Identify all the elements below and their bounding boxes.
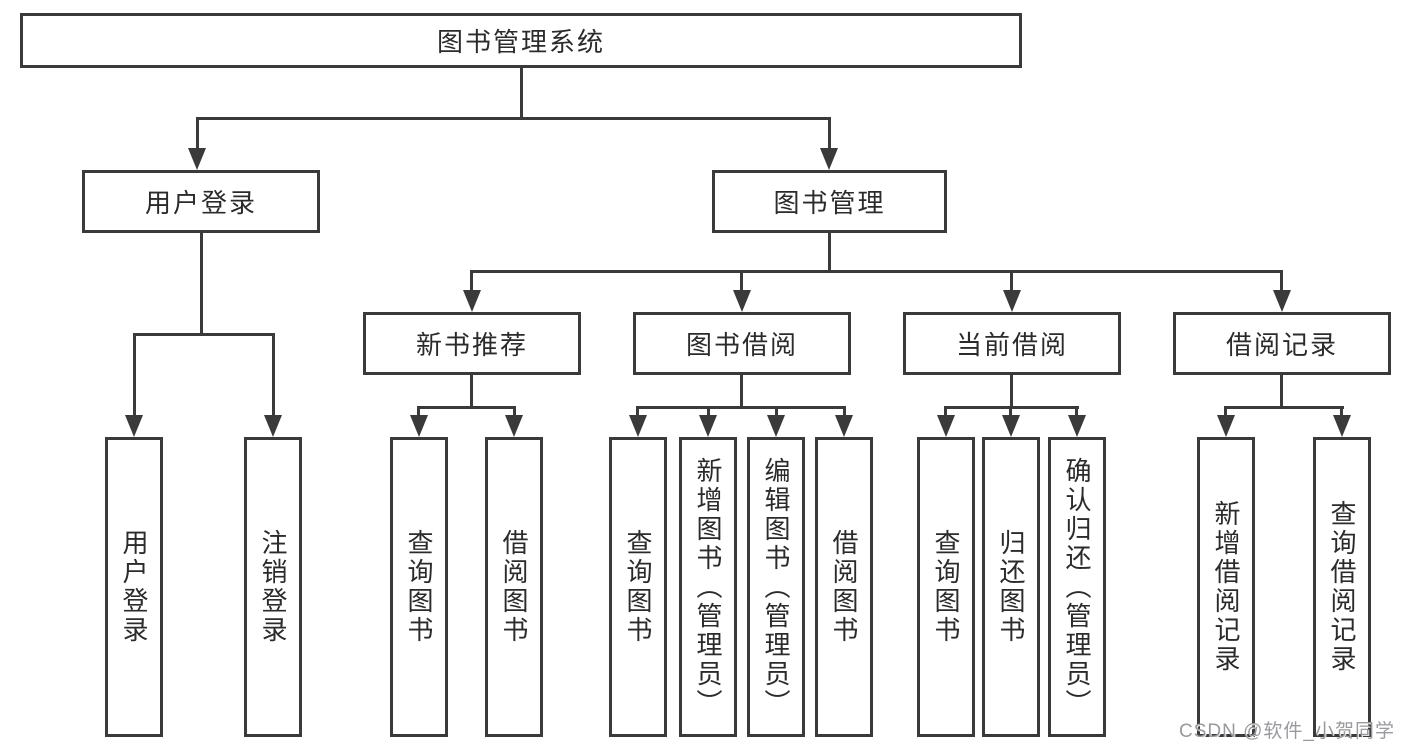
node-current-borrow: 当前借阅	[903, 312, 1121, 375]
connector-stem	[196, 117, 199, 149]
connector-stem	[513, 406, 516, 416]
leaf-label: 查询图书	[404, 529, 434, 645]
arrowhead-down-icon	[188, 148, 206, 170]
connector-stem	[1224, 406, 1227, 416]
arrowhead-down-icon	[699, 415, 717, 437]
arrowhead-down-icon	[1002, 415, 1020, 437]
arrowhead-down-icon	[1273, 290, 1291, 312]
connector-stem	[133, 333, 136, 416]
connector-stem	[1340, 406, 1343, 416]
leaf-label: 用户登录	[119, 529, 149, 645]
node-leaf-edit-book-admin: 编辑图书（管理员）	[747, 437, 805, 737]
connector-stem	[1009, 406, 1012, 416]
arrowhead-down-icon	[264, 415, 282, 437]
node-leaf-query-books-borrow: 查询图书	[609, 437, 667, 737]
connector-recommend-trunk	[470, 375, 473, 409]
connector-stem	[1280, 270, 1283, 291]
arrowhead-down-icon	[1333, 415, 1351, 437]
connector-stem	[843, 406, 846, 416]
arrowhead-down-icon	[505, 415, 523, 437]
node-leaf-borrow-books: 借阅图书	[815, 437, 873, 737]
connector-books-trunk	[828, 233, 831, 273]
arrowhead-down-icon	[733, 290, 751, 312]
node-root: 图书管理系统	[20, 13, 1022, 68]
node-leaf-return-book: 归还图书	[982, 437, 1040, 737]
connector-borrow-trunk	[740, 375, 743, 409]
node-borrow-records-label: 借阅记录	[1225, 330, 1338, 360]
node-new-book-recommend: 新书推荐	[363, 312, 581, 375]
leaf-label: 注销登录	[258, 529, 288, 645]
connector-level3-bar	[470, 270, 1283, 273]
node-borrow-records: 借阅记录	[1173, 312, 1391, 375]
connector-current-trunk	[1010, 375, 1013, 409]
node-book-borrow: 图书借阅	[633, 312, 851, 375]
leaf-label: 新增借阅记录	[1211, 500, 1241, 674]
connector-recommend-bar	[417, 406, 516, 409]
arrowhead-down-icon	[1068, 415, 1086, 437]
node-leaf-borrow-books-recommend: 借阅图书	[485, 437, 543, 737]
connector-root-trunk	[520, 68, 523, 118]
arrowhead-down-icon	[410, 415, 428, 437]
connector-records-bar	[1224, 406, 1344, 409]
arrowhead-down-icon	[937, 415, 955, 437]
connector-login-trunk	[200, 233, 203, 336]
node-root-label: 图书管理系统	[436, 27, 605, 57]
arrowhead-down-icon	[1003, 290, 1021, 312]
leaf-label: 借阅图书	[499, 529, 529, 645]
node-leaf-query-borrow-record: 查询借阅记录	[1313, 437, 1371, 737]
arrowhead-down-icon	[629, 415, 647, 437]
leaf-label: 新增图书（管理员）	[693, 456, 723, 718]
node-user-login: 用户登录	[82, 170, 320, 233]
connector-stem	[828, 117, 831, 149]
leaf-label: 编辑图书（管理员）	[761, 456, 791, 718]
connector-stem	[417, 406, 420, 416]
node-new-book-recommend-label: 新书推荐	[415, 330, 528, 360]
leaf-label: 查询图书	[931, 529, 961, 645]
arrowhead-down-icon	[835, 415, 853, 437]
node-leaf-query-books-recommend: 查询图书	[390, 437, 448, 737]
connector-stem	[707, 406, 710, 416]
arrowhead-down-icon	[463, 290, 481, 312]
arrowhead-down-icon	[820, 148, 838, 170]
node-book-management-label: 图书管理	[773, 188, 886, 218]
node-user-login-label: 用户登录	[144, 188, 257, 218]
node-current-borrow-label: 当前借阅	[955, 330, 1068, 360]
leaf-label: 归还图书	[996, 529, 1026, 645]
node-book-borrow-label: 图书借阅	[685, 330, 798, 360]
watermark: CSDN @软件_小贺同学	[1179, 721, 1395, 742]
node-leaf-confirm-return-admin: 确认归还（管理员）	[1048, 437, 1106, 737]
arrowhead-down-icon	[1217, 415, 1235, 437]
arrowhead-down-icon	[125, 415, 143, 437]
connector-stem	[775, 406, 778, 416]
leaf-label: 确认归还（管理员）	[1062, 456, 1092, 718]
node-leaf-add-book-admin: 新增图书（管理员）	[679, 437, 737, 737]
leaf-label: 查询借阅记录	[1327, 500, 1357, 674]
connector-borrow-bar	[636, 406, 846, 409]
node-leaf-query-books-current: 查询图书	[917, 437, 975, 737]
connector-login-bar	[133, 333, 275, 336]
leaf-label: 借阅图书	[829, 529, 859, 645]
connector-stem	[1010, 270, 1013, 291]
node-leaf-logout: 注销登录	[244, 437, 302, 737]
connector-level2-bar	[196, 117, 831, 120]
arrowhead-down-icon	[767, 415, 785, 437]
connector-stem	[636, 406, 639, 416]
connector-stem	[1075, 406, 1078, 416]
node-leaf-add-borrow-record: 新增借阅记录	[1197, 437, 1255, 737]
node-book-management: 图书管理	[712, 170, 947, 233]
connector-stem	[740, 270, 743, 291]
connector-stem	[272, 333, 275, 416]
connector-records-trunk	[1280, 375, 1283, 409]
connector-stem	[944, 406, 947, 416]
node-leaf-user-login: 用户登录	[105, 437, 163, 737]
leaf-label: 查询图书	[623, 529, 653, 645]
connector-stem	[470, 270, 473, 291]
